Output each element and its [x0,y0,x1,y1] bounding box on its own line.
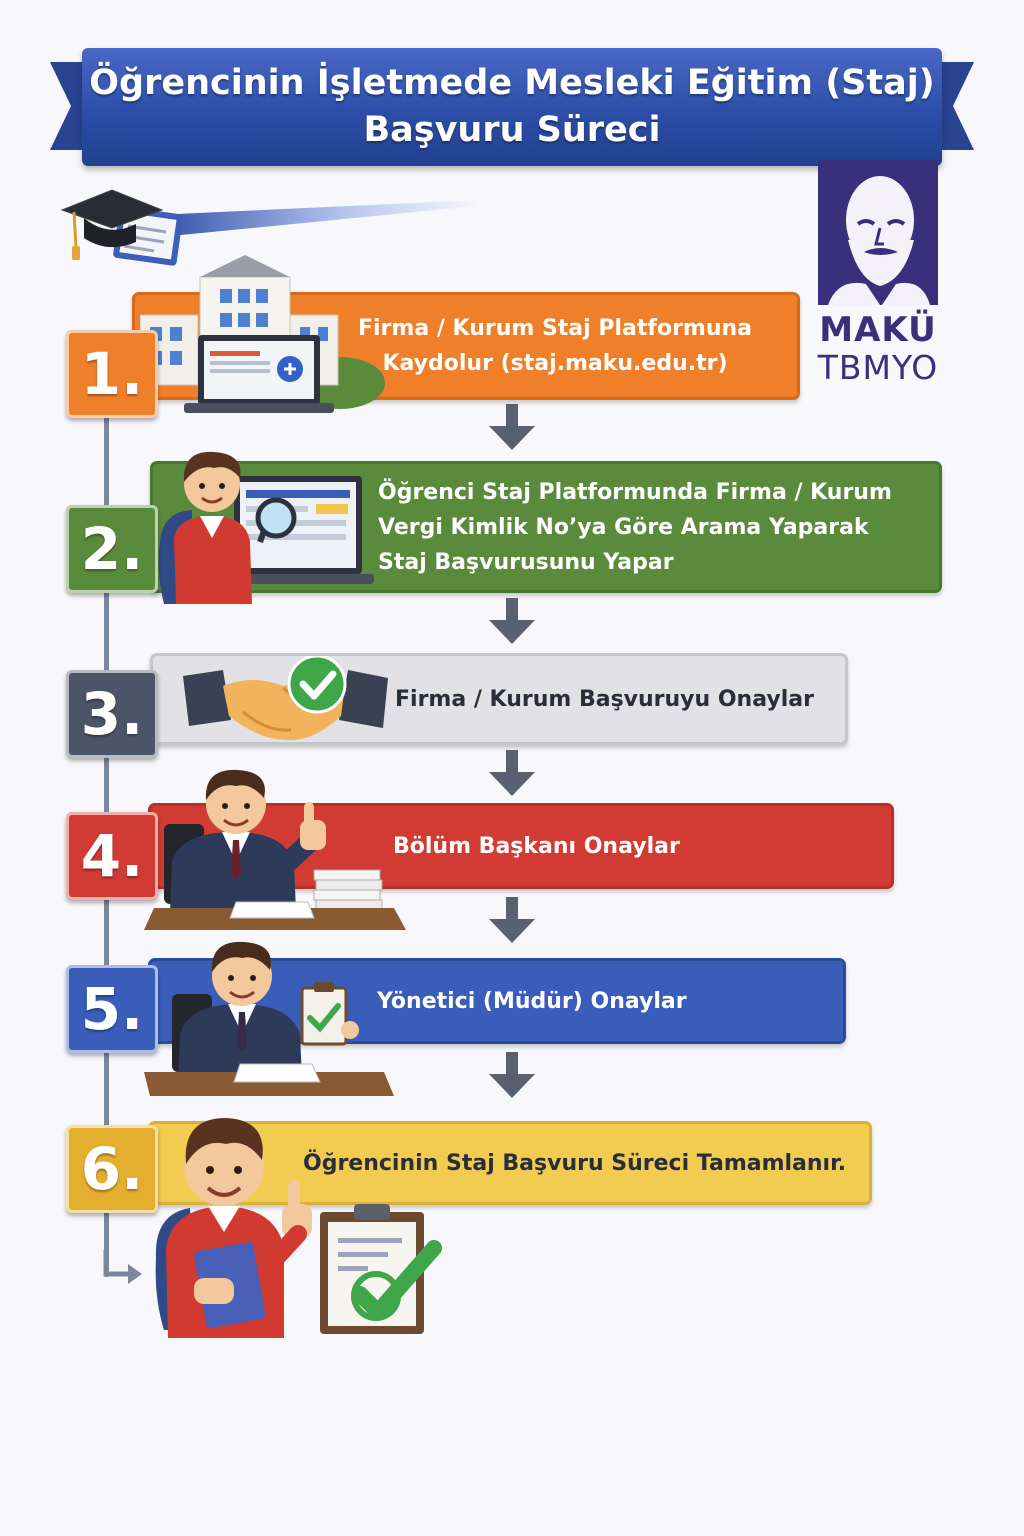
arrow-down-icon [489,750,535,796]
arrow-down-icon [489,598,535,644]
step-2-text-line-3: Staj Başvurusunu Yapar [378,549,674,575]
graduation-cap-icon [60,189,183,266]
title-line-1: Öğrencinin İşletmede Mesleki Eğitim (Sta… [89,63,935,103]
portrait-icon [828,176,930,305]
step-3-number-label: 3. [80,680,144,748]
timeline-end-arrow-icon [103,1250,142,1284]
step-1-text-line-2: Kaydolur (staj.maku.edu.tr) [382,351,728,376]
maku-logo [818,160,938,305]
arrow-down-icon [489,1052,535,1098]
blue-swoosh [150,200,480,238]
step-6-box: Öğrencinin Staj Başvuru Süreci Tamamlanı… [148,1121,872,1205]
step-5-text: Yönetici (Müdür) Onaylar [377,988,687,1014]
student-complete-icon [155,1118,442,1338]
step-6-text: Öğrencinin Staj Başvuru Süreci Tamamlanı… [303,1150,847,1176]
title-banner: Öğrencinin İşletmede Mesleki Eğitim (Sta… [82,48,942,166]
handshake-check-icon [183,656,388,741]
arrow-down-icon [489,404,535,450]
step-3-number: 3. [66,670,158,758]
step-2-number-label: 2. [80,515,144,583]
logo-text-tbmyo: TBMYO [817,348,939,387]
step-3-text: Firma / Kurum Başvuruyu Onaylar [395,686,814,712]
step-2-number: 2. [66,505,158,593]
step-2-text-line-2: Vergi Kimlik No’ya Göre Arama Yaparak [378,514,869,540]
director-icon [144,941,394,1096]
step-4-number: 4. [66,812,158,900]
step-5-number: 5. [66,965,158,1053]
step-6-number: 6. [66,1125,158,1213]
department-head-icon [144,769,406,930]
building-laptop-icon [140,255,385,413]
student-search-laptop-icon [158,451,374,604]
step-1-number-label: 1. [80,340,144,408]
logo-text-maku: MAKÜ [819,310,937,350]
step-6-number-label: 6. [80,1135,144,1203]
step-1-number: 1. [66,330,158,418]
step-5-number-label: 5. [80,975,144,1043]
title-line-2: Başvuru Süreci [363,110,661,150]
step-4-number-label: 4. [80,822,144,890]
step-2-text-line-1: Öğrenci Staj Platformunda Firma / Kurum [378,479,892,505]
step-4-text: Bölüm Başkanı Onaylar [393,833,680,859]
arrow-down-icon [489,897,535,943]
step-1-text-line-1: Firma / Kurum Staj Platformuna [357,316,753,341]
